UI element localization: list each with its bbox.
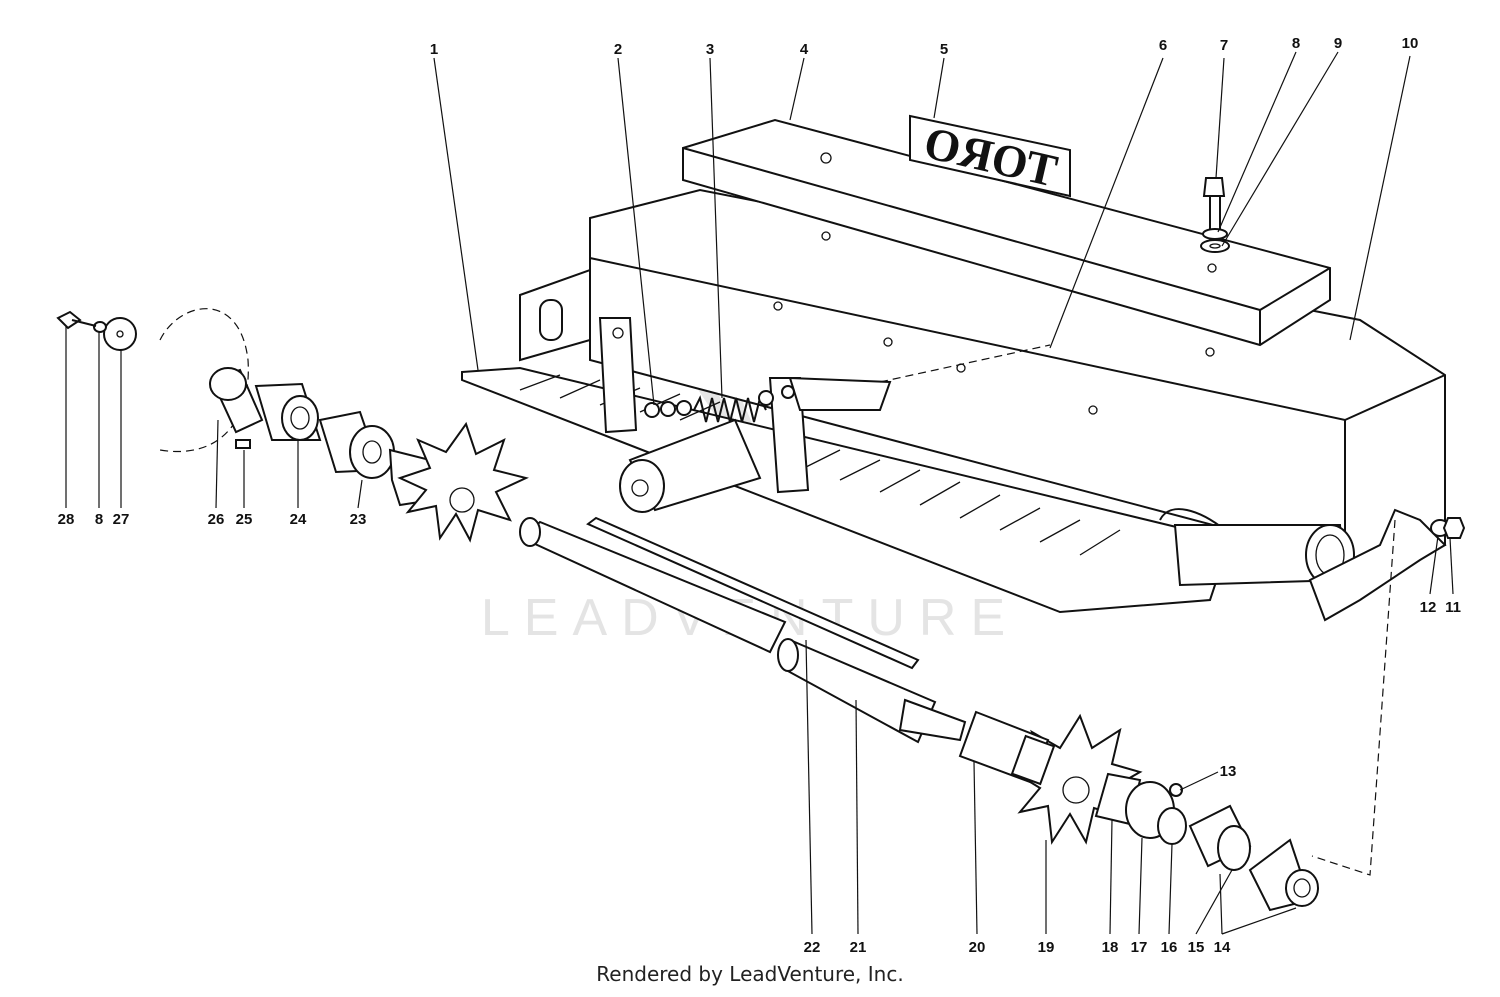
roller-tube — [619, 418, 762, 513]
callout-19: 19 — [1038, 939, 1055, 956]
callout-5: 5 — [940, 41, 948, 58]
nut-washer — [1430, 517, 1466, 539]
callout-6: 6 — [1159, 37, 1167, 54]
callout-2: 2 — [614, 41, 622, 58]
callout-28: 28 — [58, 511, 75, 528]
callout-11: 11 — [1445, 599, 1461, 616]
callout-labels: 1 2 3 4 5 6 7 8 9 10 11 12 13 14 15 16 1… — [58, 35, 1461, 956]
callout-13: 13 — [1220, 763, 1237, 780]
callout-14: 14 — [1214, 939, 1231, 956]
mount-bolt — [1200, 177, 1230, 253]
left-end-assembly — [56, 308, 434, 507]
top-board — [682, 118, 1331, 347]
callout-25: 25 — [236, 511, 253, 528]
callout-16: 16 — [1161, 939, 1178, 956]
callout-15: 15 — [1188, 939, 1205, 956]
callout-1: 1 — [430, 41, 438, 58]
callout-17: 17 — [1131, 939, 1148, 956]
leader-lines — [65, 51, 1454, 935]
comb-brackets — [598, 317, 892, 494]
sprocket-left — [397, 421, 529, 543]
callout-4: 4 — [800, 41, 809, 58]
callout-26: 26 — [208, 511, 225, 528]
callout-8-left: 8 — [95, 511, 103, 528]
callout-3: 3 — [706, 41, 714, 58]
side-bracket-left — [519, 268, 591, 362]
comb-plate — [461, 366, 1232, 614]
callout-24: 24 — [290, 511, 307, 528]
right-end-assembly — [1094, 772, 1319, 912]
callout-7: 7 — [1220, 37, 1228, 54]
shaft-assembly — [519, 516, 1056, 786]
alignment-lines — [879, 344, 1396, 876]
footer-credit: Rendered by LeadVenture, Inc. — [596, 962, 904, 986]
callout-10: 10 — [1402, 35, 1419, 52]
side-plate-right — [1308, 508, 1447, 622]
callout-21: 21 — [850, 939, 867, 956]
callout-22: 22 — [804, 939, 821, 956]
callout-8-top: 8 — [1292, 35, 1300, 52]
callout-18: 18 — [1102, 939, 1119, 956]
callout-27: 27 — [113, 511, 130, 528]
callout-9: 9 — [1334, 35, 1342, 52]
callout-23: 23 — [350, 511, 367, 528]
callout-20: 20 — [969, 939, 986, 956]
callout-12: 12 — [1420, 599, 1437, 616]
